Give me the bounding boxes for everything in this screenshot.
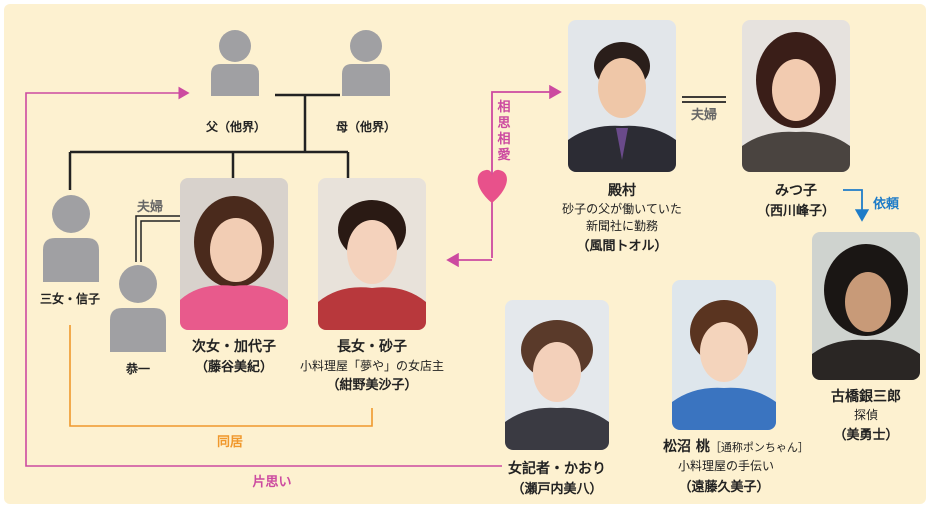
nobuko-label: 三女・信子 [39,292,100,306]
kayoko-portrait-photo [180,178,288,330]
kyoichi-label: 恭一 [125,362,150,376]
heart-icon [477,169,507,203]
kyoichi-silhouette-icon [108,262,168,356]
momo-nickname: ［通称ポンちゃん］ [709,441,809,454]
fuufu-left-label: 夫婦 [136,200,163,215]
irai-label: 依頼 [872,197,899,212]
furuhashi-actor: （美勇士） [833,428,899,443]
furuhashi-portrait-photo [812,232,920,380]
kayoko-actor: （藤谷美紀） [194,360,273,375]
fuufu-right-label: 夫婦 [690,108,717,123]
kayoko-name: 次女・加代子 [192,339,276,355]
kataomoi-label: 片思い [252,475,292,490]
kaori-name: 女記者・かおり [508,461,606,477]
doukyo-bracket [69,325,373,427]
irai-arrow [843,189,870,222]
furuhashi-name: 古橋銀三郎 [831,389,901,405]
kaori-actor: （瀬戸内美八） [511,482,603,497]
tonomura-name: 殿村 [608,183,636,199]
kataomoi-line [25,86,502,467]
father-label: 父（他界） [205,120,266,134]
momo-actor: （遠藤久美子） [678,480,770,495]
tonomura-actor: （風間トオル） [576,239,668,254]
mother-label: 母（他界） [335,120,396,134]
tonomura-desc-line2: 新聞社に勤務 [585,219,658,233]
tonomura-portrait-photo [568,20,676,172]
mitsuko-name: みつ子 [775,183,817,199]
sunako-desc: 小料理屋「夢や」の女店主 [299,359,444,373]
father-silhouette-icon [209,28,261,100]
sunako-portrait-photo [318,178,426,330]
momo-name-line: 松沼 桃［通称ポンちゃん］ [636,436,836,456]
sunako-actor: （紺野美沙子） [326,378,418,393]
sunako-name: 長女・砂子 [337,339,407,355]
momo-desc: 小料理屋の手伝い [677,459,774,473]
mitsuko-actor: （西川峰子） [756,204,835,219]
souai-label: 相思相愛 [497,100,511,163]
nobuko-silhouette-icon [41,192,101,286]
tonomura-desc-line1: 砂子の父が働いていた [562,202,682,216]
mitsuko-portrait-photo [742,20,850,172]
momo-name: 松沼 桃 [663,439,710,455]
kayoko-marriage-line [135,215,180,262]
momo-portrait-photo [672,280,776,430]
furuhashi-desc: 探偵 [853,408,878,422]
kaori-portrait-photo [505,300,609,450]
doukyo-label: 同居 [216,435,243,450]
mother-silhouette-icon [340,28,392,100]
